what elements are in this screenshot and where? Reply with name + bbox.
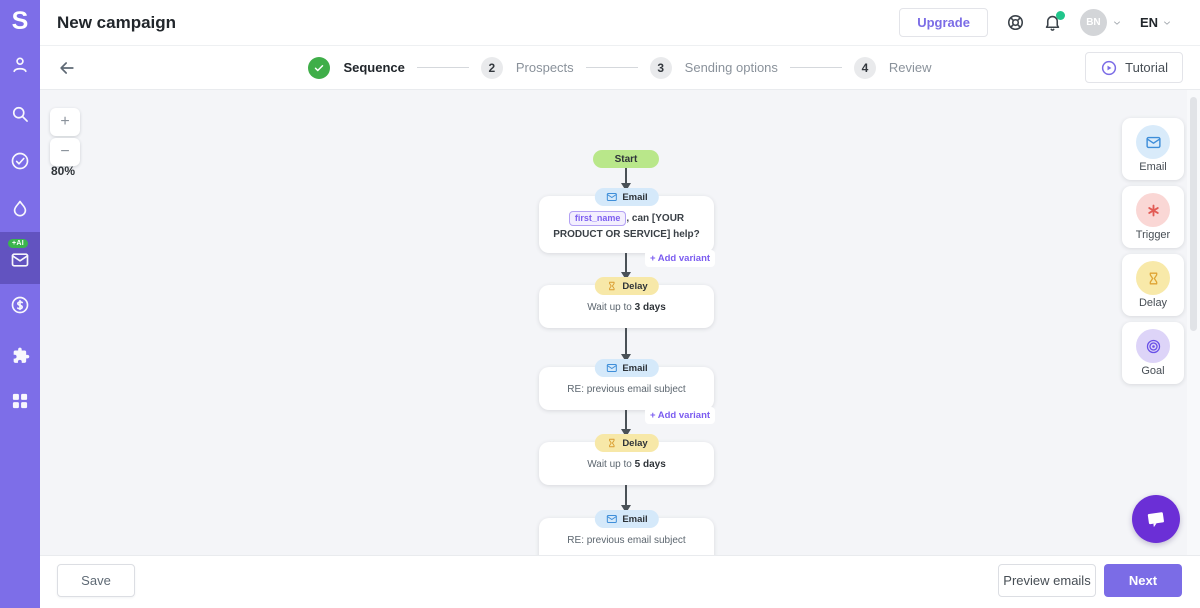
chevron-down-icon: [1164, 21, 1170, 25]
zoom-in-button[interactable]: +: [50, 108, 80, 136]
palette-item-trigger[interactable]: Trigger: [1122, 186, 1184, 248]
grid-icon[interactable]: [10, 391, 30, 411]
email-node-2[interactable]: Email RE: previous email subject: [539, 359, 714, 410]
hourglass-icon: [608, 438, 615, 448]
dollar-icon[interactable]: [10, 295, 30, 315]
delay-text: Wait up to: [587, 459, 632, 470]
help-lifebuoy-icon[interactable]: [1006, 13, 1025, 32]
page-title: New campaign: [57, 12, 177, 32]
chat-widget-button[interactable]: [1132, 495, 1180, 543]
target-icon: [1136, 329, 1170, 363]
step-prospects[interactable]: 2 Prospects: [480, 56, 574, 79]
hourglass-icon: [1136, 261, 1170, 295]
palette-item-delay[interactable]: Delay: [1122, 254, 1184, 316]
zoom-level: 80%: [51, 164, 76, 178]
email-node-header: Email: [594, 188, 659, 206]
envelope-icon: [1136, 125, 1170, 159]
envelope-icon: [606, 515, 617, 523]
zoom-out-button[interactable]: −: [50, 138, 80, 166]
add-variant-button[interactable]: + Add variant: [645, 250, 715, 267]
ai-badge: +AI: [8, 239, 28, 248]
email-node-header: Email: [594, 359, 659, 377]
palette-item-email[interactable]: Email: [1122, 118, 1184, 180]
tutorial-button[interactable]: Tutorial: [1085, 52, 1183, 83]
palette-item-goal[interactable]: Goal: [1122, 322, 1184, 384]
step-sending-options[interactable]: 3 Sending options: [649, 56, 778, 79]
language-selector[interactable]: EN: [1140, 15, 1172, 30]
language-label: EN: [1139, 15, 1158, 30]
step-done-circle: [308, 56, 331, 79]
next-button[interactable]: Next: [1104, 564, 1182, 597]
merge-tag-first-name[interactable]: first_name: [568, 211, 627, 226]
start-node[interactable]: Start: [593, 150, 659, 168]
step-connector: [416, 67, 469, 68]
email-subject-text: RE: previous email subject: [567, 535, 686, 546]
user-icon[interactable]: [10, 55, 30, 75]
preview-emails-button[interactable]: Preview emails: [998, 564, 1096, 597]
avatar[interactable]: BN: [1079, 9, 1107, 36]
email-node-header: Email: [594, 510, 659, 528]
flow-connector-arrow: [621, 485, 631, 513]
step-connector: [585, 67, 638, 68]
delay-value[interactable]: 5 days: [634, 459, 666, 470]
save-button[interactable]: Save: [57, 564, 135, 597]
delay-node-header: Delay: [594, 434, 659, 452]
search-icon[interactable]: [10, 104, 30, 124]
envelope-icon: [606, 193, 617, 201]
step-review[interactable]: 4 Review: [853, 56, 932, 79]
email-node-3[interactable]: Email RE: previous email subject: [539, 510, 714, 555]
puzzle-icon[interactable]: [10, 344, 30, 364]
check-circle-icon[interactable]: [10, 151, 30, 171]
email-subject-text: , can [YOUR PRODUCT OR SERVICE] help?: [553, 213, 700, 240]
flow-connector-arrow: [621, 328, 631, 362]
back-arrow-icon[interactable]: [57, 58, 77, 78]
user-menu[interactable]: BN: [1079, 9, 1122, 36]
envelope-icon: [606, 364, 617, 372]
sequence-canvas[interactable]: + − 80% Start Email first_name, can [YOU…: [40, 90, 1200, 555]
delay-value[interactable]: 3 days: [634, 302, 666, 313]
app-logo[interactable]: S: [11, 6, 29, 35]
upgrade-button[interactable]: Upgrade: [899, 8, 988, 37]
email-node-1[interactable]: Email first_name, can [YOUR PRODUCT OR S…: [539, 188, 714, 253]
step-sequence[interactable]: Sequence: [308, 56, 405, 79]
canvas-scrollbar-thumb[interactable]: [1190, 97, 1197, 331]
step-connector: [789, 67, 842, 68]
email-subject-text: RE: previous email subject: [567, 384, 686, 395]
check-icon: [315, 64, 324, 71]
notifications-bell-icon[interactable]: [1043, 11, 1065, 32]
envelope-icon[interactable]: [10, 250, 30, 270]
flow-connector-arrow: [621, 253, 631, 280]
delay-node-1[interactable]: Delay Wait up to 3 days: [539, 277, 714, 328]
top-header: New campaign Upgrade BN EN: [40, 0, 1200, 46]
flame-icon[interactable]: [10, 199, 30, 219]
sidebar: S +AI: [0, 0, 40, 608]
chevron-down-icon: [1114, 21, 1120, 25]
add-variant-button[interactable]: + Add variant: [645, 407, 715, 424]
speech-bubble-icon: [1147, 512, 1164, 528]
delay-node-2[interactable]: Delay Wait up to 5 days: [539, 434, 714, 485]
canvas-scrollbar-track: [1187, 90, 1200, 555]
flow-connector-arrow: [621, 168, 631, 191]
bottom-action-bar: Save Preview emails Next: [40, 555, 1200, 608]
asterisk-icon: [1136, 193, 1170, 227]
flow-connector-arrow: [621, 410, 631, 437]
play-circle-icon: [1102, 60, 1117, 75]
online-status-dot: [1055, 11, 1065, 20]
step-navigation: Sequence 2 Prospects 3 Sending options 4…: [40, 46, 1200, 90]
hourglass-icon: [608, 281, 615, 291]
delay-text: Wait up to: [587, 302, 632, 313]
delay-node-header: Delay: [594, 277, 659, 295]
